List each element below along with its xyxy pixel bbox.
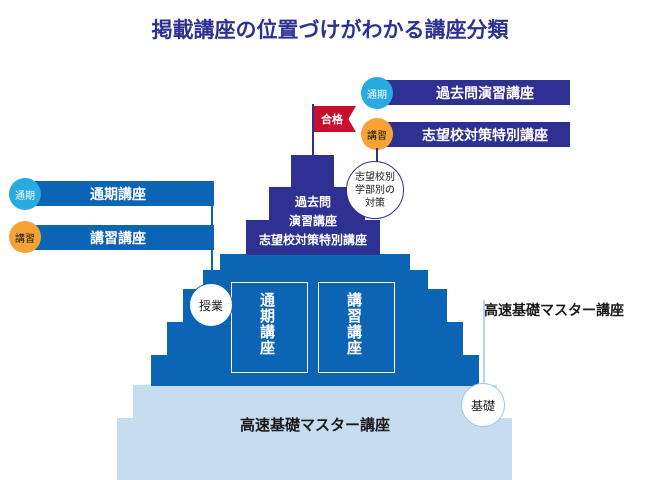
left-koshu-badge: 講習: [9, 221, 41, 253]
left-tsuki-badge: 通期: [9, 178, 41, 210]
top-connector: [376, 148, 378, 162]
navy-step-3: [291, 155, 334, 188]
blue-step-2: [167, 322, 463, 356]
blue-step-5: [220, 254, 410, 272]
base-label: 高速基礎マスター講座: [239, 416, 390, 434]
blue-step-1: [151, 355, 479, 386]
left-connector: [211, 206, 213, 278]
top-kakomon-bar: 過去問演習講座: [380, 80, 570, 105]
kiso-circle: 基礎: [461, 383, 505, 427]
navy-step-1: [246, 220, 380, 255]
base-step-1: [117, 418, 512, 480]
tsuki-panel-label: 通期講座: [258, 292, 276, 356]
shibo-bubble-text: 志望校別 学部別の 対策: [355, 171, 395, 209]
page-title: 掲載講座の位置づけがわかる講座分類: [151, 18, 509, 42]
left-tsuki-bar: 通期講座: [22, 181, 214, 206]
top-koshu-badge: 講習: [361, 118, 393, 150]
flag-label: 合格: [321, 113, 343, 126]
tsuki-panel: [231, 282, 308, 373]
right-kiso-label: 高速基礎マスター講座: [484, 303, 624, 319]
base-step-2: [133, 385, 497, 425]
top-shibo-bar: 志望校対策特別講座: [380, 122, 570, 147]
shibo-bubble: 志望校別 学部別の 対策: [346, 161, 404, 219]
koshu-panel-label: 講習講座: [345, 292, 363, 356]
left-koshu-bar: 講習講座: [22, 225, 214, 250]
top-tsuki-badge: 通期: [361, 77, 393, 109]
jugyo-circle: 授業: [189, 283, 233, 327]
koshu-panel: [318, 282, 395, 373]
flag-pole: [312, 104, 314, 156]
right-connector: [483, 300, 485, 384]
pyramid-top-label: 過去問 演習講座 志望校対策特別講座: [258, 195, 367, 247]
blue-step-4: [203, 270, 428, 290]
